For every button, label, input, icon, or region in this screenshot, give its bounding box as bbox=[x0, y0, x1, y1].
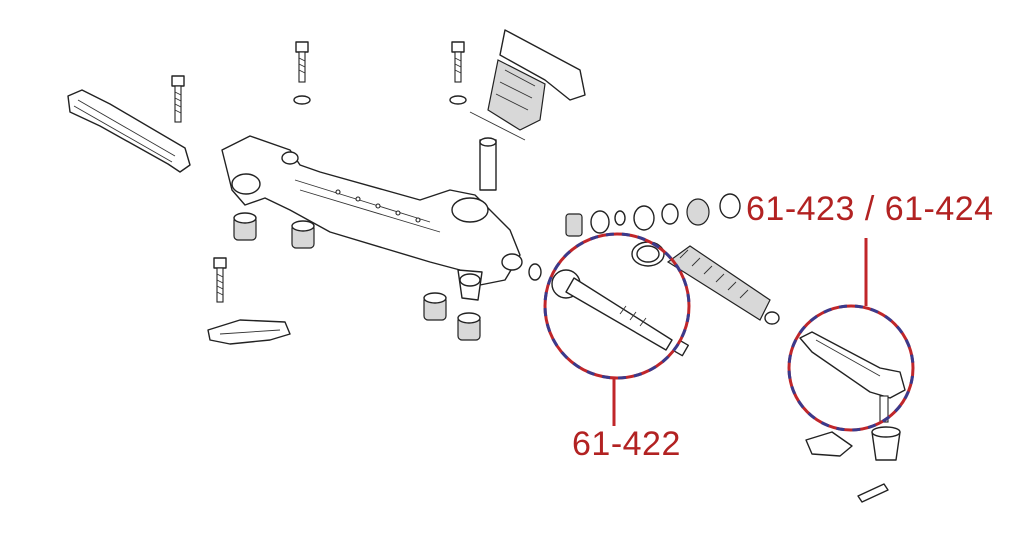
rack-bushing-2 bbox=[291, 220, 315, 249]
column-boot bbox=[469, 29, 586, 141]
rack-bushing-3 bbox=[423, 292, 447, 321]
rack-bushing-4 bbox=[457, 312, 481, 341]
lower-bracket bbox=[207, 319, 291, 345]
outer-tie-rod-end bbox=[799, 331, 906, 503]
highlight-ring-inner-tie-rod bbox=[543, 232, 691, 380]
callout-tie-rod-ends: 61-423 / 61-424 bbox=[746, 190, 994, 228]
callout-inner-tie-rod: 61-422 bbox=[572, 425, 681, 463]
rack-boot bbox=[666, 245, 780, 325]
rack-bushing-1 bbox=[233, 212, 257, 241]
mounting-bolt-2 bbox=[293, 41, 311, 105]
mounting-bolt-1 bbox=[171, 75, 185, 123]
mounting-bolt-4 bbox=[213, 257, 227, 303]
mounting-bolt-3 bbox=[449, 41, 467, 105]
inner-tie-rod bbox=[551, 269, 690, 357]
rack-seals-washers bbox=[528, 193, 741, 281]
crossmember-bracket bbox=[67, 89, 191, 173]
highlight-ring-tie-rod-end bbox=[787, 304, 915, 432]
rack-housing bbox=[221, 135, 523, 301]
